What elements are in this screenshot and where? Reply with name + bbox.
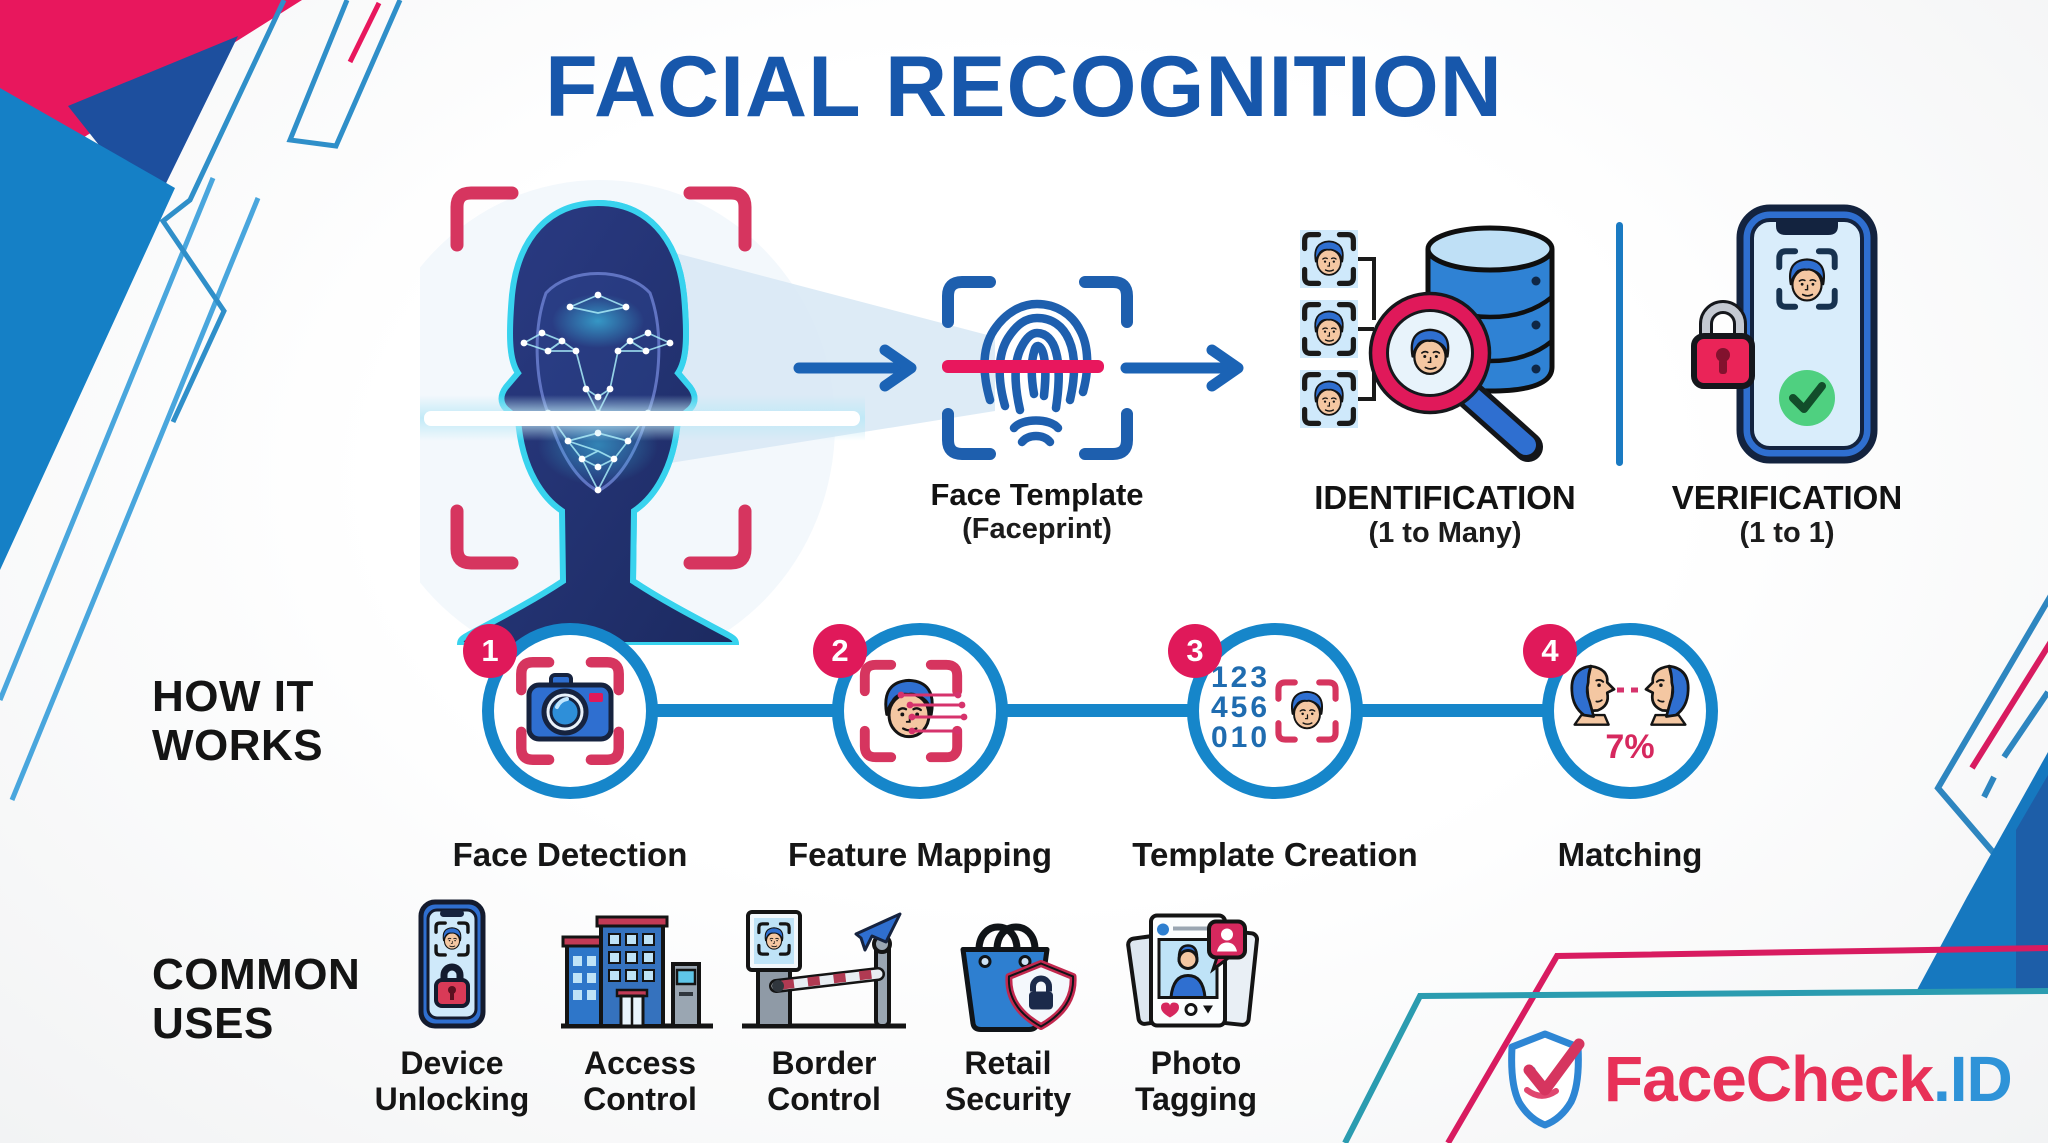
how-it-works-heading-line2: WORKS (152, 721, 324, 771)
passport-photo (746, 910, 802, 972)
step-badge: 1 (463, 624, 517, 678)
mapping-dots (897, 691, 968, 735)
photo-chip (1300, 300, 1358, 358)
decor-bottom-right-shapes (1342, 594, 2048, 1143)
common-uses-heading-line1: COMMON (152, 950, 361, 999)
step-circle-matching: 7% (1542, 623, 1718, 799)
comment-icon (1184, 1003, 1198, 1016)
use-label-line2: Tagging (1134, 1080, 1258, 1117)
use-border-control: Border Control (724, 898, 924, 1118)
use-label-line1: Retail (964, 1045, 1052, 1081)
face-template-label-line1: Face Template (930, 477, 1144, 512)
identification-title: IDENTIFICATION (1314, 479, 1576, 516)
plane-icon (854, 912, 902, 952)
shield-icon (1508, 1030, 1585, 1129)
decor-top-left-shapes (0, 0, 403, 801)
use-label-line1: Device (400, 1045, 504, 1081)
device-unlocking-icon (418, 899, 486, 1029)
feature-mapping-icon (854, 651, 968, 771)
photo-connector-lines (1358, 257, 1376, 401)
how-it-works-heading: HOW IT WORKS (152, 672, 323, 771)
barrier-gate (769, 934, 892, 1028)
use-label-line2: Unlocking (374, 1080, 530, 1117)
arrow-right-icon (1120, 344, 1244, 392)
arrow-right-icon (793, 344, 917, 392)
match-percent: 7% (1605, 728, 1654, 766)
common-uses-heading: COMMON USES (152, 950, 360, 1049)
digits-row: 123 (1211, 661, 1270, 694)
use-label-line2: Control (767, 1080, 881, 1117)
retail-security-icon (960, 923, 1077, 1032)
digits-row: 456 (1211, 691, 1270, 724)
shield-lock-icon (1005, 960, 1077, 1030)
check-icon (1779, 370, 1835, 426)
page-title: FACIAL RECOGNITION (545, 39, 1503, 135)
camera-icon (505, 651, 635, 771)
facecheck-logo: FaceCheck.ID (1500, 1028, 2013, 1130)
verification-sub: (1 to 1) (1739, 516, 1835, 549)
how-it-works-heading-line1: HOW IT (152, 672, 314, 721)
matching-faces-icon: 7% (1570, 664, 1690, 766)
use-access-control: Access Control (540, 898, 740, 1118)
phone-notch (1776, 222, 1838, 235)
use-label-line1: Border (771, 1045, 877, 1081)
scan-line (942, 360, 1104, 373)
face-template-label: Face Template (Faceprint) (867, 477, 1207, 545)
fingerprint-icon (942, 276, 1133, 460)
use-device-unlocking: Device Unlocking (352, 898, 552, 1118)
use-label-line1: Access (583, 1045, 697, 1081)
access-control-icon (561, 915, 713, 1029)
use-photo-tagging: Photo Tagging (1096, 898, 1296, 1118)
identification-sub: (1 to Many) (1368, 516, 1522, 549)
face-scan-icon (420, 180, 995, 645)
tag-bubble-icon (1207, 919, 1247, 974)
common-uses-heading-line2: USES (152, 999, 274, 1049)
steps-connector-line (570, 704, 1630, 717)
photo-tagging-icon (1126, 913, 1259, 1028)
use-retail-security: Retail Security (908, 898, 1108, 1118)
border-control-icon (742, 910, 906, 1029)
use-label-line1: Photo (1150, 1045, 1242, 1081)
step-label-matching: Matching (1557, 836, 1703, 873)
verification-phone-icon (1691, 204, 1878, 464)
step-badge: 3 (1168, 624, 1222, 678)
magnifier-icon (1368, 291, 1543, 462)
identification-icon (1300, 225, 1555, 462)
digits-row: 010 (1211, 721, 1270, 754)
terminal-icon (671, 962, 701, 1028)
step-label-face-detection: Face Detection (452, 836, 688, 873)
step-label-feature-mapping: Feature Mapping (787, 836, 1053, 873)
verification-title: VERIFICATION (1671, 479, 1903, 516)
vertical-divider (1616, 222, 1623, 466)
identification-label: IDENTIFICATION (1 to Many) (1275, 479, 1615, 549)
heart-icon (1161, 1002, 1179, 1018)
template-digits-icon: 123 456 010 (1211, 661, 1345, 754)
scan-line (424, 411, 860, 426)
logo-text-secondary: .ID (1932, 1043, 2013, 1115)
share-icon (1203, 1005, 1213, 1014)
step-badge: 4 (1523, 624, 1577, 678)
use-label-line2: Security (944, 1080, 1072, 1117)
verification-label: VERIFICATION (1 to 1) (1617, 479, 1957, 549)
scan-frame-brackets (450, 186, 752, 570)
face-template-label-line2: (Faceprint) (962, 512, 1112, 545)
photo-chip (1300, 370, 1358, 428)
step-label-template-creation: Template Creation (1132, 836, 1418, 873)
logo-text-primary: FaceCheck (1604, 1043, 1934, 1115)
use-label-line2: Control (583, 1080, 697, 1117)
lock-icon (1691, 300, 1755, 389)
photo-chip (1300, 230, 1358, 288)
step-badge: 2 (813, 624, 867, 678)
mapping-lines (904, 693, 964, 733)
lock-icon (434, 963, 470, 1008)
